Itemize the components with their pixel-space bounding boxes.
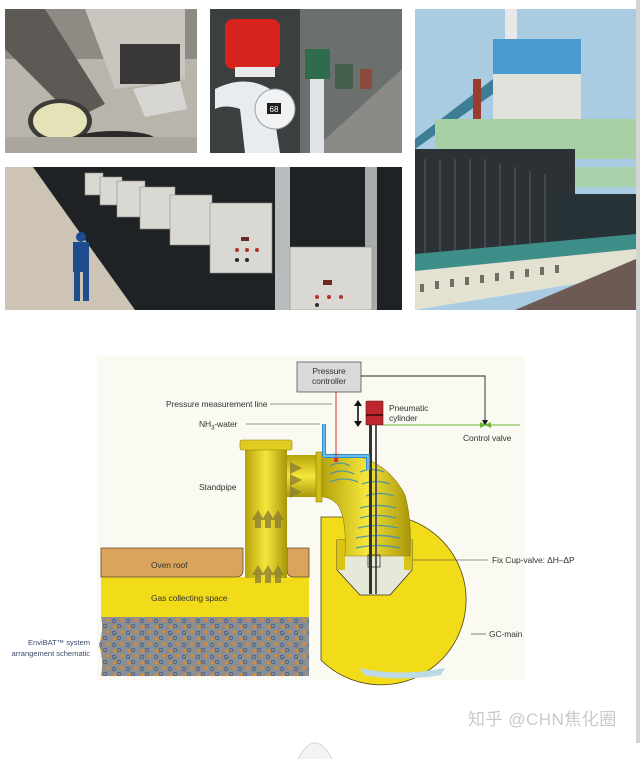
schematic-caption: EnviBAT™ system arrangement schematic bbox=[11, 638, 90, 658]
standpipe bbox=[245, 448, 287, 578]
label-gas-collecting-space: Gas collecting space bbox=[151, 593, 228, 603]
label-oven-roof: Oven roof bbox=[151, 560, 188, 570]
pressure-controller-box bbox=[296, 361, 362, 393]
label-nh3-water: NH3-water bbox=[199, 419, 238, 432]
photo-cup-valve-closeup bbox=[5, 9, 197, 153]
coal-bed bbox=[99, 616, 309, 676]
label-standpipe: Standpipe bbox=[199, 482, 237, 492]
label-control-valve: Control valve bbox=[463, 433, 512, 443]
zhihu-watermark: 知乎 @CHN焦化圈 bbox=[468, 710, 617, 729]
svg-text:68: 68 bbox=[270, 105, 279, 114]
page-right-border bbox=[636, 0, 640, 743]
label-pneumatic-cylinder: Pneumatic cylinder bbox=[389, 403, 429, 423]
photo-red-actuator-valve: 68 bbox=[210, 9, 402, 153]
pneumatic-cylinder bbox=[365, 400, 384, 426]
label-gc-main: GC-main bbox=[489, 629, 523, 639]
photo-controller-cabinets bbox=[5, 167, 402, 310]
envibat-schematic bbox=[99, 361, 520, 686]
oven-roof-right bbox=[286, 547, 310, 578]
photo-coke-oven-battery bbox=[415, 9, 636, 310]
scroll-indicator-icon bbox=[297, 742, 333, 759]
label-pressure-measurement-line: Pressure measurement line bbox=[166, 399, 268, 409]
oven-roof-left bbox=[100, 547, 244, 578]
gas-collecting-space bbox=[101, 577, 309, 617]
label-fix-cup-valve: Fix Cup-valve: ΔH–ΔP bbox=[492, 555, 575, 565]
label-pressure-controller: Pressure controller bbox=[312, 366, 346, 386]
